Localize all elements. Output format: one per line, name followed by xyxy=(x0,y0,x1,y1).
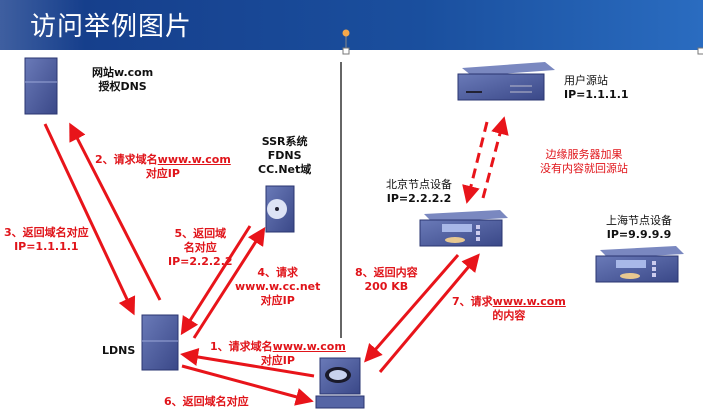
arrow-step-7 xyxy=(378,253,480,373)
arrow-step-3 xyxy=(43,123,136,316)
step-7-domain: www.w.com xyxy=(492,295,566,308)
step-5-label: 5、返回域 名对应 IP=2.2.2.2 xyxy=(168,227,233,269)
ssr-label: SSR系统 FDNS CC.Net域 xyxy=(258,135,311,177)
step-4-line1: 4、请求 xyxy=(257,266,299,279)
origin-ip: IP=1.1.1.1 xyxy=(564,88,629,101)
auth-dns-label: 网站w.com 授权DNS xyxy=(92,66,153,94)
step-3-line1: 3、返回域名对应 xyxy=(4,226,89,239)
beijing-ip: IP=2.2.2.2 xyxy=(386,192,452,205)
step-5-line1: 5、返回域 xyxy=(174,227,227,240)
shanghai-name: 上海节点设备 xyxy=(606,214,672,227)
step-2-label: 2、请求域名www.w.com 对应IP xyxy=(95,153,231,181)
step-2-line2: 对应IP xyxy=(145,167,180,180)
step-7-label: 7、请求www.w.com 的内容 xyxy=(452,295,566,323)
step-7-line2: 的内容 xyxy=(492,309,526,322)
step-1-line2: 对应IP xyxy=(260,354,295,367)
origin-server-icon xyxy=(457,62,555,101)
ssr-line3: CC.Net域 xyxy=(258,163,312,176)
arrow-step-5 xyxy=(180,225,252,336)
step-2-text: 2、请求域名 xyxy=(95,153,158,166)
arrow-step-6 xyxy=(181,364,314,406)
step-4-label: 4、请求 www.w.cc.net 对应IP xyxy=(235,266,320,308)
step-3-line2: IP=1.1.1.1 xyxy=(14,240,79,253)
shanghai-label: 上海节点设备 IP=9.9.9.9 xyxy=(606,214,672,242)
step-8-label: 8、返回内容 200 KB xyxy=(355,266,418,294)
auth-dns-server-icon xyxy=(24,57,58,115)
ldns-label: LDNS xyxy=(102,344,136,357)
arrow-step-1 xyxy=(180,348,315,378)
arrow-step-8 xyxy=(364,254,460,363)
step-1-domain: www.w.com xyxy=(272,340,346,353)
arrow-origin-down xyxy=(462,121,489,204)
selection-handle[interactable] xyxy=(342,29,703,55)
slide-title: 访问举例图片 xyxy=(30,12,193,42)
client-computer-icon xyxy=(315,357,365,409)
step-1-text: 1、请求域名 xyxy=(210,340,273,353)
note-line2: 没有内容就回源站 xyxy=(540,162,628,175)
step-6-label: 6、返回域名对应 xyxy=(164,395,249,408)
step-4-line3: 对应IP xyxy=(260,294,295,307)
slide-header: 访问举例图片 xyxy=(0,0,703,50)
origin-label: 用户源站 IP=1.1.1.1 xyxy=(564,74,629,102)
arrow-step-4 xyxy=(192,226,266,339)
ssr-line1: SSR系统 xyxy=(261,135,308,148)
note-line1: 边缘服务器加果 xyxy=(545,148,623,161)
beijing-label: 北京节点设备 IP=2.2.2.2 xyxy=(386,178,452,206)
beijing-name: 北京节点设备 xyxy=(386,178,452,191)
beijing-node-icon xyxy=(419,210,508,247)
shanghai-node-icon xyxy=(595,246,684,283)
origin-fallback-note: 边缘服务器加果 没有内容就回源站 xyxy=(540,148,628,176)
origin-name: 用户源站 xyxy=(564,74,608,87)
ssr-server-icon xyxy=(265,185,295,233)
step-8-line1: 8、返回内容 xyxy=(355,266,418,279)
step-3-label: 3、返回域名对应 IP=1.1.1.1 xyxy=(4,226,89,254)
step-5-line3: IP=2.2.2.2 xyxy=(168,255,233,268)
ssr-line2: FDNS xyxy=(267,149,302,162)
step-7-text: 7、请求 xyxy=(452,295,493,308)
step-1-label: 1、请求域名www.w.com 对应IP xyxy=(210,340,346,368)
auth-dns-name: 网站w.com xyxy=(92,66,154,79)
step-8-line2: 200 KB xyxy=(364,280,409,293)
arrow-origin-up xyxy=(481,116,509,199)
auth-dns-type: 授权DNS xyxy=(98,80,147,93)
step-2-domain: www.w.com xyxy=(157,153,231,166)
ldns-server-icon xyxy=(141,314,179,371)
arrow-step-2 xyxy=(69,122,162,301)
shanghai-ip: IP=9.9.9.9 xyxy=(606,228,672,241)
step-4-line2: www.w.cc.net xyxy=(235,280,321,293)
step-5-line2: 名对应 xyxy=(183,241,217,254)
